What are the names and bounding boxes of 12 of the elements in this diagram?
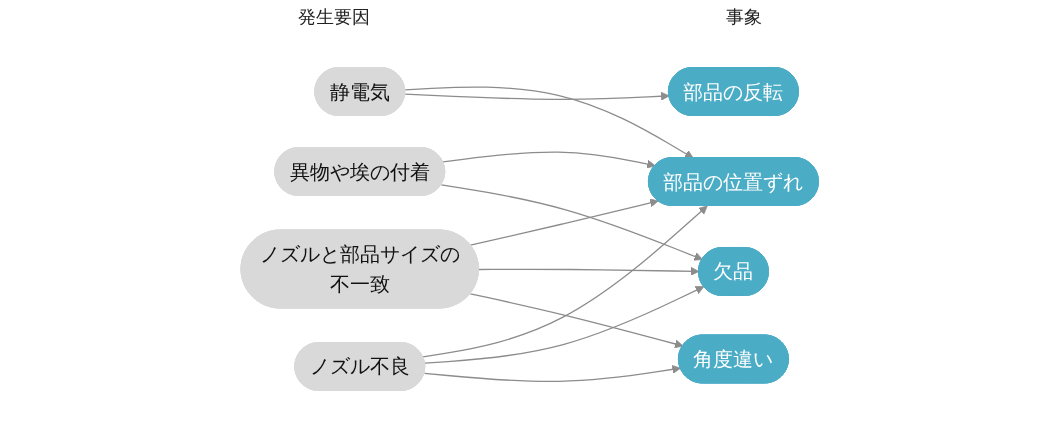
column-heading: 発生要因 bbox=[298, 5, 370, 29]
arrow bbox=[424, 286, 705, 364]
arrow bbox=[478, 266, 700, 276]
arrow bbox=[424, 365, 682, 383]
arrow bbox=[404, 86, 694, 159]
arrow bbox=[422, 205, 708, 358]
arrow bbox=[470, 293, 684, 349]
arrow bbox=[470, 198, 659, 246]
arrow bbox=[441, 184, 704, 261]
column-heading: 事象 bbox=[726, 5, 762, 29]
arrow bbox=[442, 151, 656, 169]
arrow bbox=[404, 91, 670, 101]
